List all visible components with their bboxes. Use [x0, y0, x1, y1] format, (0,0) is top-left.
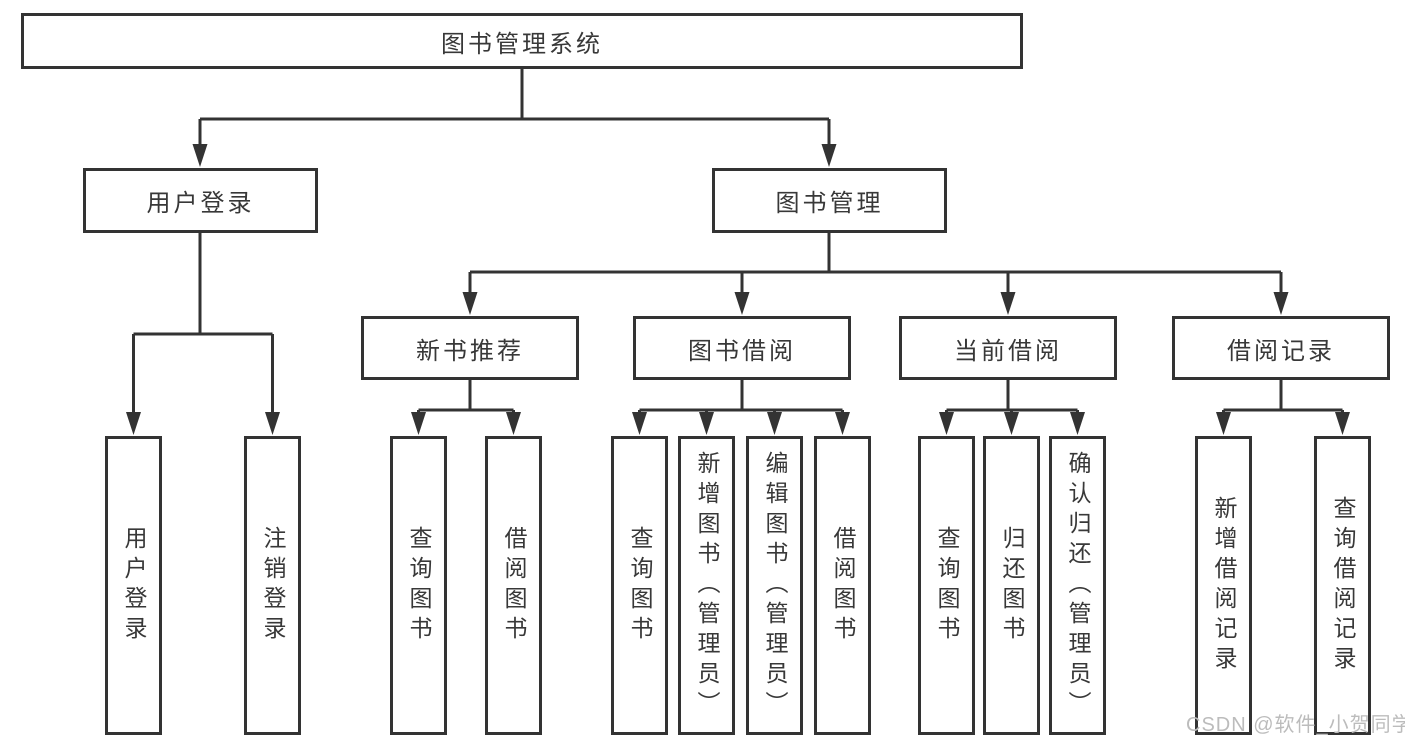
leaf-query-books-recommend-label: 查询图书 — [406, 525, 432, 646]
node-user-login: 用户登录 — [83, 168, 318, 233]
node-new-book-recommend-label: 新书推荐 — [416, 337, 524, 365]
node-root: 图书管理系统 — [21, 13, 1023, 69]
node-root-label: 图书管理系统 — [441, 30, 603, 58]
leaf-user-login: 用户登录 — [105, 436, 162, 735]
node-book-management-label: 图书管理 — [775, 190, 884, 217]
leaf-confirm-return-admin: 确认归还（管理员） — [1049, 436, 1106, 735]
leaf-query-books-borrow-label: 查询图书 — [627, 525, 653, 646]
node-new-book-recommend: 新书推荐 — [361, 316, 579, 380]
leaf-borrow-books-recommend-label: 借阅图书 — [501, 525, 527, 646]
leaf-query-borrow-record: 查询借阅记录 — [1314, 436, 1371, 735]
node-current-borrowing: 当前借阅 — [899, 316, 1117, 380]
node-borrowing-records: 借阅记录 — [1172, 316, 1390, 380]
csdn-watermark: CSDN @软件_小贺同学 — [1186, 714, 1405, 736]
leaf-return-books: 归还图书 — [983, 436, 1040, 735]
node-book-borrowing: 图书借阅 — [633, 316, 851, 380]
node-borrowing-records-label: 借阅记录 — [1227, 337, 1335, 365]
leaf-add-borrow-record: 新增借阅记录 — [1195, 436, 1252, 735]
leaf-edit-book-admin-label: 编辑图书（管理员） — [762, 450, 788, 721]
node-current-borrowing-label: 当前借阅 — [954, 337, 1062, 365]
leaf-borrow-books-label: 借阅图书 — [830, 525, 856, 646]
leaf-borrow-books: 借阅图书 — [814, 436, 871, 735]
leaf-return-books-label: 归还图书 — [999, 525, 1025, 646]
node-book-management: 图书管理 — [712, 168, 947, 233]
leaf-borrow-books-recommend: 借阅图书 — [485, 436, 542, 735]
leaf-logout-label: 注销登录 — [260, 525, 286, 646]
leaf-query-books-current-label: 查询图书 — [934, 525, 960, 646]
node-book-borrowing-label: 图书借阅 — [688, 337, 796, 365]
leaf-query-borrow-record-label: 查询借阅记录 — [1330, 495, 1356, 676]
leaf-logout: 注销登录 — [244, 436, 301, 735]
leaf-add-book-admin: 新增图书（管理员） — [678, 436, 735, 735]
leaf-query-books-current: 查询图书 — [918, 436, 975, 735]
leaf-query-books-borrow: 查询图书 — [611, 436, 668, 735]
leaf-add-book-admin-label: 新增图书（管理员） — [694, 450, 720, 721]
leaf-confirm-return-admin-label: 确认归还（管理员） — [1065, 450, 1091, 721]
leaf-query-books-recommend: 查询图书 — [390, 436, 447, 735]
leaf-add-borrow-record-label: 新增借阅记录 — [1211, 495, 1237, 676]
leaf-user-login-label: 用户登录 — [121, 525, 147, 646]
leaf-edit-book-admin: 编辑图书（管理员） — [746, 436, 803, 735]
node-user-login-label: 用户登录 — [146, 190, 255, 217]
